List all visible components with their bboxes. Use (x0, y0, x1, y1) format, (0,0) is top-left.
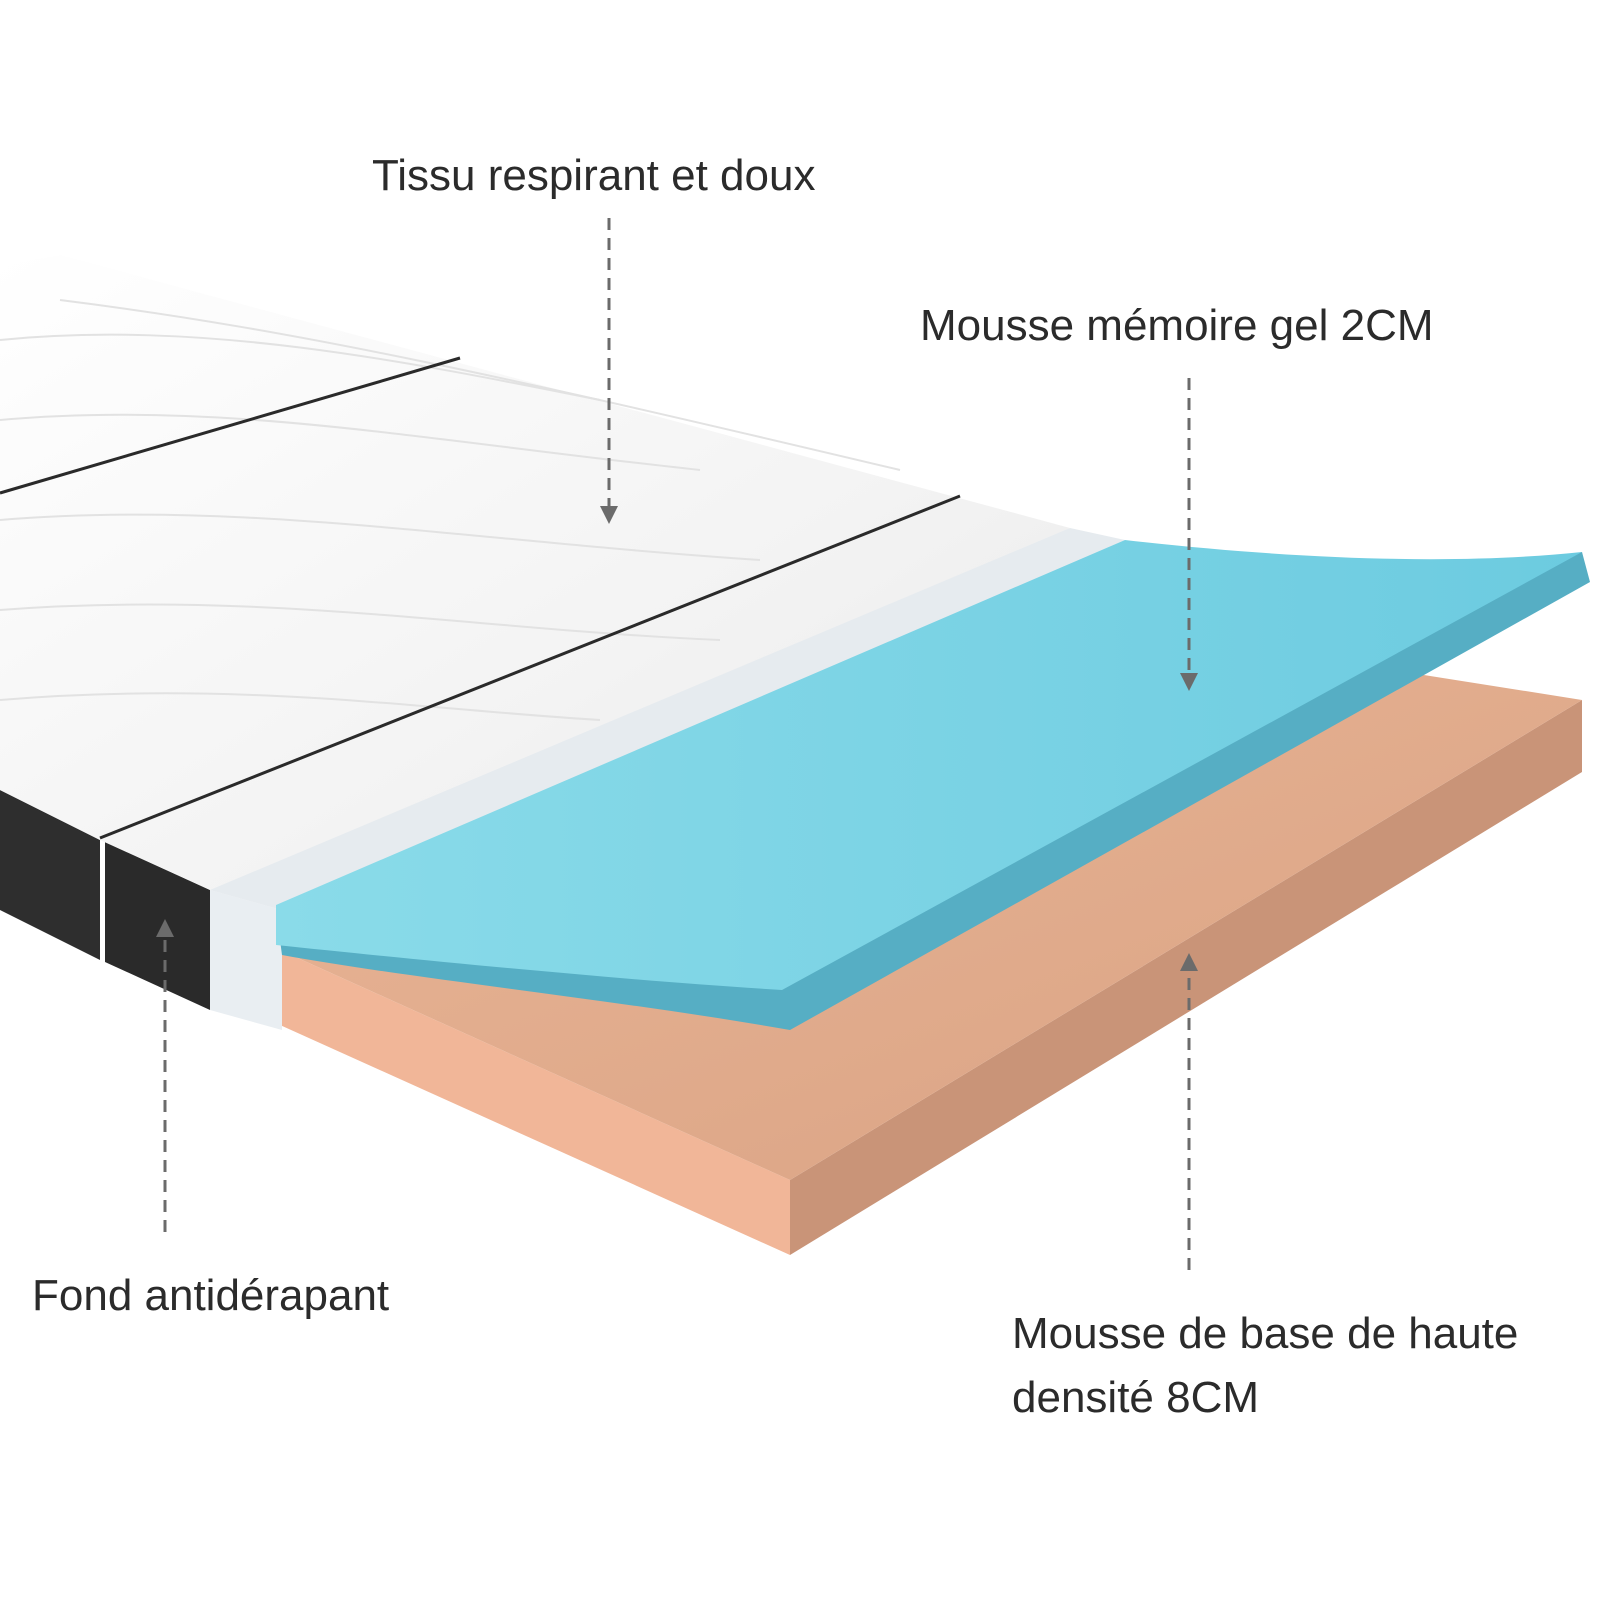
base-foam-front (280, 950, 790, 1255)
label-base-foam-line2: densité 8CM (1012, 1373, 1260, 1422)
fabric-seam-2 (99, 494, 961, 840)
gel-foam-layer (276, 540, 1590, 1030)
clear-edge-layer (210, 890, 282, 1030)
label-non-slip-bottom: Fond antidérapant (32, 1271, 390, 1320)
label-gel-foam: Mousse mémoire gel 2CM (920, 301, 1434, 350)
base-foam-side (790, 700, 1582, 1255)
callout-arrows (156, 218, 1198, 1270)
label-fabric: Tissu respirant et doux (372, 151, 816, 200)
fabric-texture (0, 299, 901, 721)
bottom-black-layer (0, 790, 210, 1010)
clear-layer-front (210, 890, 282, 1030)
label-base-foam: Mousse de base de haute densité 8CM (1012, 1302, 1518, 1430)
label-base-foam-line1: Mousse de base de haute (1012, 1309, 1519, 1358)
fabric-top (0, 255, 1070, 910)
fabric-seam-1 (0, 356, 461, 495)
clear-band-top (210, 528, 1125, 910)
fabric-cover-layer (0, 255, 1125, 910)
black-layer-left-block (0, 790, 100, 960)
gel-foam-top (276, 540, 1582, 990)
